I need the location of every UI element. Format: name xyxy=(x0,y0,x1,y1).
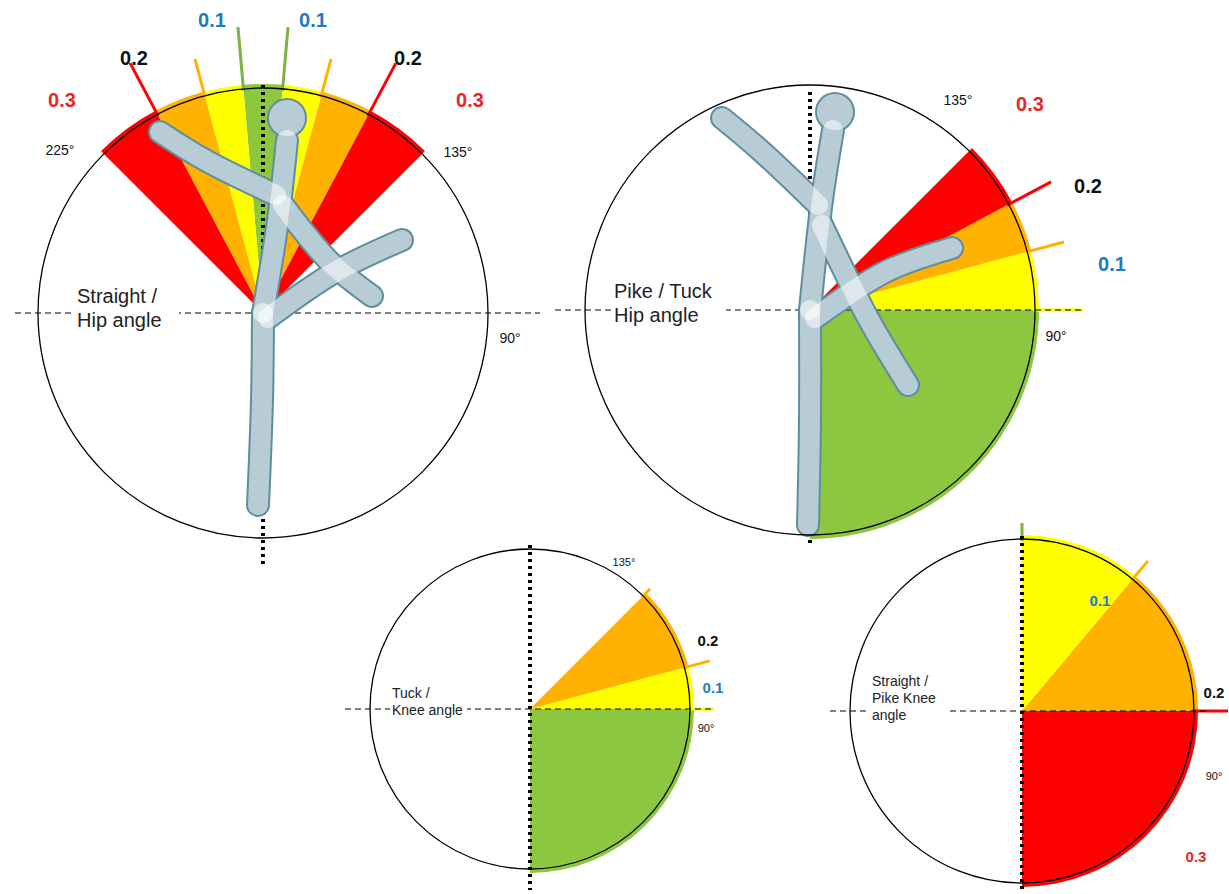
figure-head xyxy=(815,92,855,132)
figure-limb xyxy=(808,310,810,525)
figure-limb xyxy=(160,132,276,195)
angle-label: 135° xyxy=(613,557,636,568)
score-number: 0.2 xyxy=(1204,685,1225,700)
gymnast-figure xyxy=(160,98,402,505)
tick-line xyxy=(1131,561,1148,581)
figure-limb xyxy=(258,313,263,505)
angle-label: 90° xyxy=(1045,329,1066,343)
figure-limb xyxy=(722,118,818,205)
angle-label: 90° xyxy=(1206,771,1223,782)
circle-title: Pike / Tuck Hip angle xyxy=(612,279,726,327)
circle-title: Straight / Pike Knee angle xyxy=(870,673,947,723)
angle-dial xyxy=(830,523,1228,890)
circle-outline xyxy=(850,539,1194,883)
figure-limb xyxy=(258,313,263,505)
circle-title: Tuck / Knee angle xyxy=(390,685,467,719)
score-number: 0.3 xyxy=(48,90,76,110)
circle-outline xyxy=(370,549,690,869)
circle-outline xyxy=(585,85,1035,535)
score-number: 0.1 xyxy=(198,10,226,30)
figure-limb xyxy=(822,225,908,385)
tick-line xyxy=(195,59,205,98)
angle-label: 135° xyxy=(444,145,473,159)
tick-line xyxy=(1025,242,1064,252)
figure-head xyxy=(817,94,853,130)
figure-limb xyxy=(263,140,287,313)
angle-circle: Pike / Tuck Hip angle xyxy=(585,85,1035,535)
score-number: 0.2 xyxy=(698,633,719,648)
score-number: 0.1 xyxy=(703,680,724,695)
circle-title: Straight / Hip angle xyxy=(75,284,179,332)
angle-wedge xyxy=(810,310,1035,535)
angle-label: 225° xyxy=(46,143,75,157)
angle-circle: Straight / Hip angle xyxy=(38,88,488,538)
figure-head xyxy=(267,98,307,138)
tick-line xyxy=(238,27,244,91)
rim-arc xyxy=(810,310,1039,539)
tick-line xyxy=(130,63,158,116)
figure-limb xyxy=(722,118,818,205)
rim-arc xyxy=(1022,535,1135,579)
score-number: 0.2 xyxy=(1074,176,1102,196)
score-number: 0.1 xyxy=(1090,593,1111,608)
tick-line xyxy=(1192,710,1228,713)
figure-limb xyxy=(160,132,276,195)
score-number: 0.3 xyxy=(1186,849,1207,864)
rim-arc xyxy=(530,709,694,873)
vertical-axis xyxy=(528,545,532,890)
figure-limb xyxy=(808,310,810,525)
score-number: 0.2 xyxy=(120,48,148,68)
angle-wedge xyxy=(263,114,422,313)
vertical-axis xyxy=(1020,536,1024,890)
score-number: 0.3 xyxy=(456,90,484,110)
tick-line xyxy=(321,59,331,98)
angle-circle: Tuck / Knee angle xyxy=(370,549,690,869)
score-number: 0.3 xyxy=(1016,94,1044,114)
angle-wedge xyxy=(1022,711,1194,883)
gymnast-figure xyxy=(722,92,952,525)
angle-wedge xyxy=(530,709,690,869)
score-number: 0.1 xyxy=(1098,254,1126,274)
angle-circle: Straight / Pike Knee angle xyxy=(850,539,1194,883)
figure-limb xyxy=(263,140,287,313)
rim-arc xyxy=(1133,576,1198,711)
figure-limb xyxy=(283,205,372,296)
angle-label: 90° xyxy=(698,723,715,734)
tick-line xyxy=(368,63,396,116)
rim-arc xyxy=(1022,711,1198,887)
figure-head xyxy=(269,100,305,136)
tick-line xyxy=(282,27,288,91)
angle-dial xyxy=(345,545,714,890)
angle-label: 90° xyxy=(499,331,520,345)
angle-dial xyxy=(555,92,1085,545)
angle-dial xyxy=(15,27,540,568)
tick-line xyxy=(1007,182,1051,205)
circle-outline xyxy=(38,88,488,538)
score-number: 0.2 xyxy=(394,48,422,68)
angle-label: 135° xyxy=(944,93,973,107)
tick-line xyxy=(683,661,710,668)
score-number: 0.1 xyxy=(299,10,327,30)
